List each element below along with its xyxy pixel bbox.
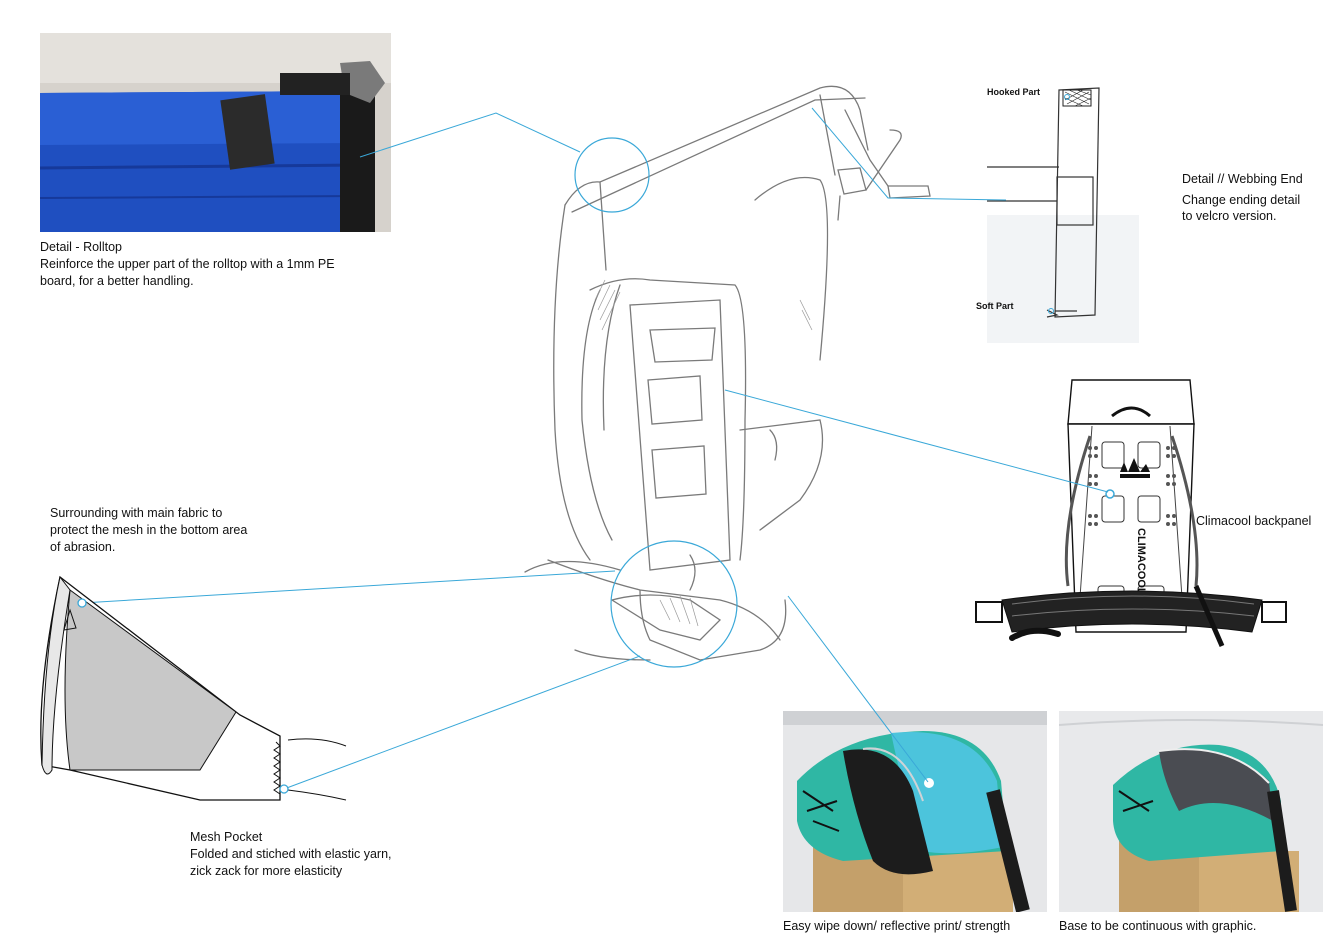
mesh-pocket-diagram <box>41 577 346 800</box>
